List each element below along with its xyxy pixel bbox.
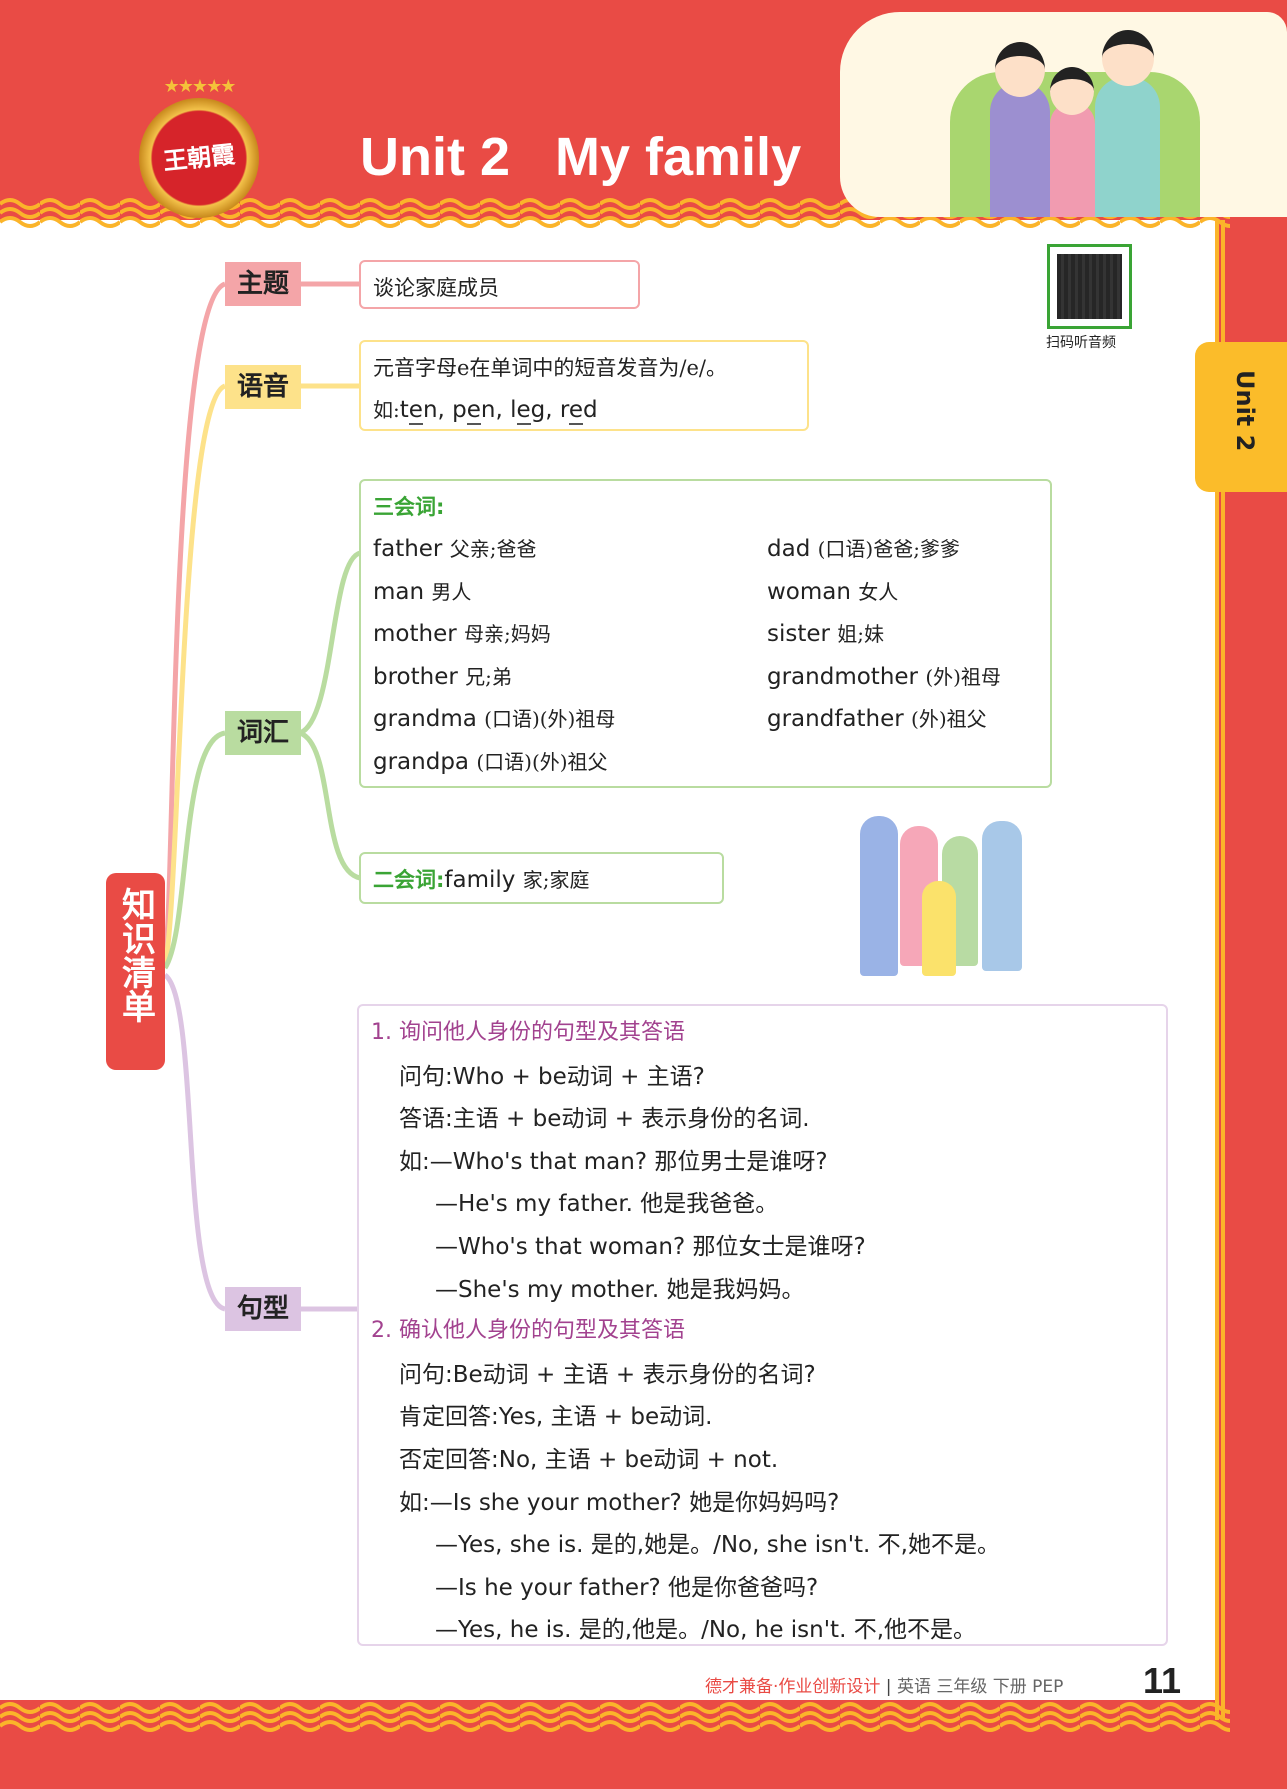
- vocab-meaning: 女人: [858, 579, 899, 604]
- vocab-word: grandpa: [373, 749, 470, 775]
- vocab-item: grandfather (外)祖父: [767, 703, 987, 732]
- vocab-item: grandpa (口语)(外)祖父: [373, 746, 608, 775]
- vocab-item: mother 母亲;妈妈: [373, 618, 551, 647]
- vocab-meaning: 母亲;妈妈: [464, 622, 551, 647]
- vocab-meaning: 姐;妹: [837, 622, 885, 647]
- sentence-line: 如:—Who's that man? 那位男士是谁呀?: [399, 1148, 828, 1175]
- qr-caption: 扫码听音频: [1046, 335, 1116, 351]
- brand-logo: ★★★★★ 王朝霞: [135, 76, 263, 218]
- vocab-word: grandfather: [767, 706, 904, 733]
- vocab-word: father: [373, 536, 443, 562]
- phonics-examples: 如:ten, pen, leg, red: [373, 397, 598, 425]
- label-vocab: 词汇: [225, 711, 301, 755]
- vocab-meaning: 男人: [431, 579, 472, 604]
- sentence-line: 如:—Is she your mother? 她是你妈妈吗?: [399, 1489, 840, 1516]
- root-label-knowledge-list: 知识清单: [106, 873, 165, 1070]
- vocab-meaning: (口语)爸爸;爹爹: [817, 537, 960, 561]
- theme-box: 谈论家庭成员: [359, 260, 640, 309]
- vocab-word: dad: [767, 536, 811, 562]
- label-sentences: 句型: [225, 1287, 301, 1331]
- sentence-line: —Yes, she is. 是的,她是。/No, she isn't. 不,她不…: [435, 1532, 1000, 1559]
- mindmap-connectors: [162, 281, 362, 1312]
- family-reading-illustration: [840, 12, 1287, 217]
- vocab-meaning: 兄;弟: [465, 664, 512, 689]
- vocab-item: grandma (口语)(外)祖母: [373, 703, 615, 732]
- vocab-meaning: (外)祖母: [925, 664, 1001, 689]
- vocab-word: woman: [767, 578, 851, 605]
- section-heading: 1. 询问他人身份的句型及其答语: [371, 1020, 685, 1045]
- vocab-word: mother: [373, 621, 457, 648]
- page-title: Unit 2 My family: [360, 127, 802, 187]
- footer: 德才兼备·作业创新设计 | 英语 三年级 下册 PEP: [705, 1677, 1064, 1697]
- sentence-line: —She's my mother. 她是我妈妈。: [435, 1276, 805, 1303]
- vocab-item: man 男人: [373, 576, 471, 605]
- vocab-word: grandmother: [767, 663, 919, 690]
- section-heading: 2. 确认他人身份的句型及其答语: [371, 1318, 685, 1344]
- label-phonics: 语音: [225, 365, 301, 409]
- vocab-item: woman 女人: [767, 576, 898, 605]
- vocab-word: brother: [373, 663, 458, 690]
- bottom-wave-border: [0, 1700, 1230, 1734]
- sentence-line: 否定回答:No, 主语 + be动词 + not.: [399, 1447, 779, 1473]
- phonics-box: 元音字母e在单词中的短音发音为/e/。 如:ten, pen, leg, red: [359, 340, 809, 431]
- vocab-item: sister 姐;妹: [767, 618, 884, 647]
- sentence-line: 问句:Be动词 + 主语 + 表示身份的名词?: [399, 1361, 816, 1388]
- page-number: 11: [1143, 1660, 1182, 1701]
- vocab-word: man: [373, 578, 425, 605]
- label-theme: 主题: [225, 262, 301, 306]
- vocab-item: father 父亲;爸爸: [373, 533, 536, 562]
- sentence-line: —Who's that woman? 那位女士是谁呀?: [435, 1234, 866, 1260]
- vocab-meaning: (外)祖父: [911, 707, 987, 732]
- vocab-meaning: (口语)(外)祖母: [484, 707, 616, 732]
- vocab-item: grandmother (外)祖母: [767, 661, 1001, 690]
- vocab-word: grandma: [373, 706, 477, 733]
- family-group-illustration: [860, 806, 1035, 986]
- vocab-item: brother 兄;弟: [373, 661, 512, 690]
- sentence-line: —Is he your father? 他是你爸爸吗?: [435, 1574, 819, 1601]
- unit-side-tab[interactable]: Unit 2: [1195, 342, 1287, 492]
- sentence-line: —Yes, he is. 是的,他是。/No, he isn't. 不,他不是。: [435, 1617, 977, 1644]
- qr-code[interactable]: [1047, 244, 1132, 329]
- sentence-line: —He's my father. 他是我爸爸。: [435, 1191, 779, 1218]
- vocab-group2-box: 二会词:family 家;家庭: [359, 852, 724, 904]
- sentence-line: 肯定回答:Yes, 主语 + be动词.: [399, 1404, 713, 1431]
- vocab-item: dad (口语)爸爸;爹爹: [767, 533, 960, 562]
- sentence-line: 问句:Who + be动词 + 主语?: [399, 1063, 705, 1090]
- sentence-line: 答语:主语 + be动词 + 表示身份的名词.: [399, 1106, 810, 1133]
- vocab-meaning: 父亲;爸爸: [449, 537, 537, 561]
- sentences-box: 1. 询问他人身份的句型及其答语问句:Who + be动词 + 主语? 答语:主语…: [357, 1004, 1168, 1646]
- right-wave-border: [1215, 220, 1225, 1720]
- vocab-word: sister: [767, 621, 830, 648]
- vocab-meaning: (口语)(外)祖父: [476, 750, 608, 774]
